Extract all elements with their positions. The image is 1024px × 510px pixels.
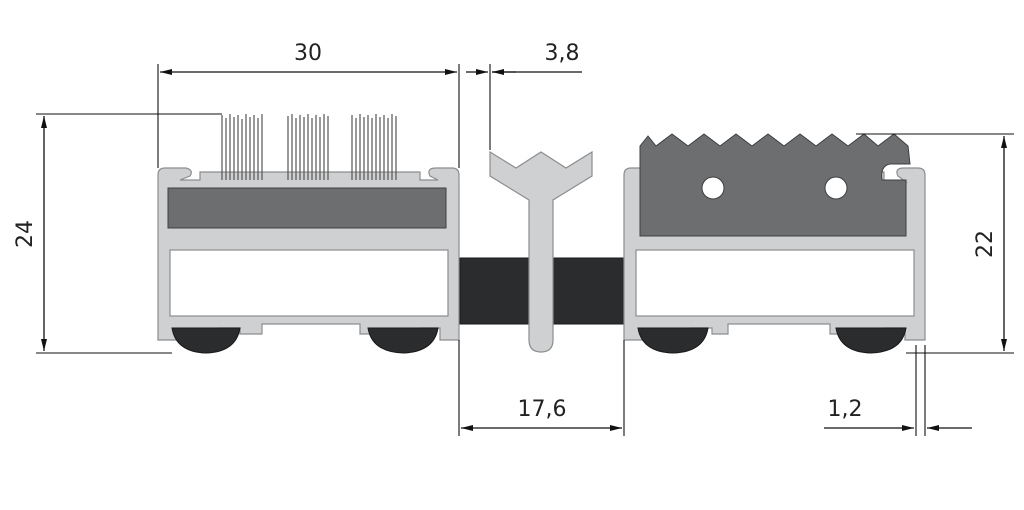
dim-height-right: 22 [856, 133, 1014, 354]
right-foot-1 [637, 327, 709, 354]
dim-label-3-8: 3,8 [545, 41, 580, 66]
dim-width-left: 30 [157, 41, 460, 168]
dim-height-left: 24 [13, 113, 222, 354]
serrated-rubber-insert [639, 133, 911, 237]
dim-gap-width: 17,6 [458, 340, 625, 436]
left-profile [157, 114, 460, 354]
right-profile [623, 133, 926, 354]
left-hollow-chamber [169, 249, 449, 317]
left-foot-1 [171, 327, 241, 354]
dim-label-1-2: 1,2 [828, 397, 863, 422]
brush-carrier-insert [167, 187, 447, 229]
brush-bristles [221, 114, 397, 180]
dim-label-30: 30 [294, 41, 322, 66]
dim-connector-width: 3,8 [466, 41, 582, 150]
right-hollow-chamber [635, 249, 915, 317]
dim-label-22: 22 [973, 230, 998, 258]
insert-hole-1 [701, 176, 725, 200]
dim-label-24: 24 [13, 220, 38, 248]
y-connector [489, 150, 593, 353]
dim-wall-thickness: 1,2 [824, 345, 972, 436]
insert-hole-2 [824, 176, 848, 200]
dim-label-17-6: 17,6 [518, 397, 567, 422]
left-foot-2 [367, 327, 439, 354]
right-foot-2 [835, 327, 907, 354]
